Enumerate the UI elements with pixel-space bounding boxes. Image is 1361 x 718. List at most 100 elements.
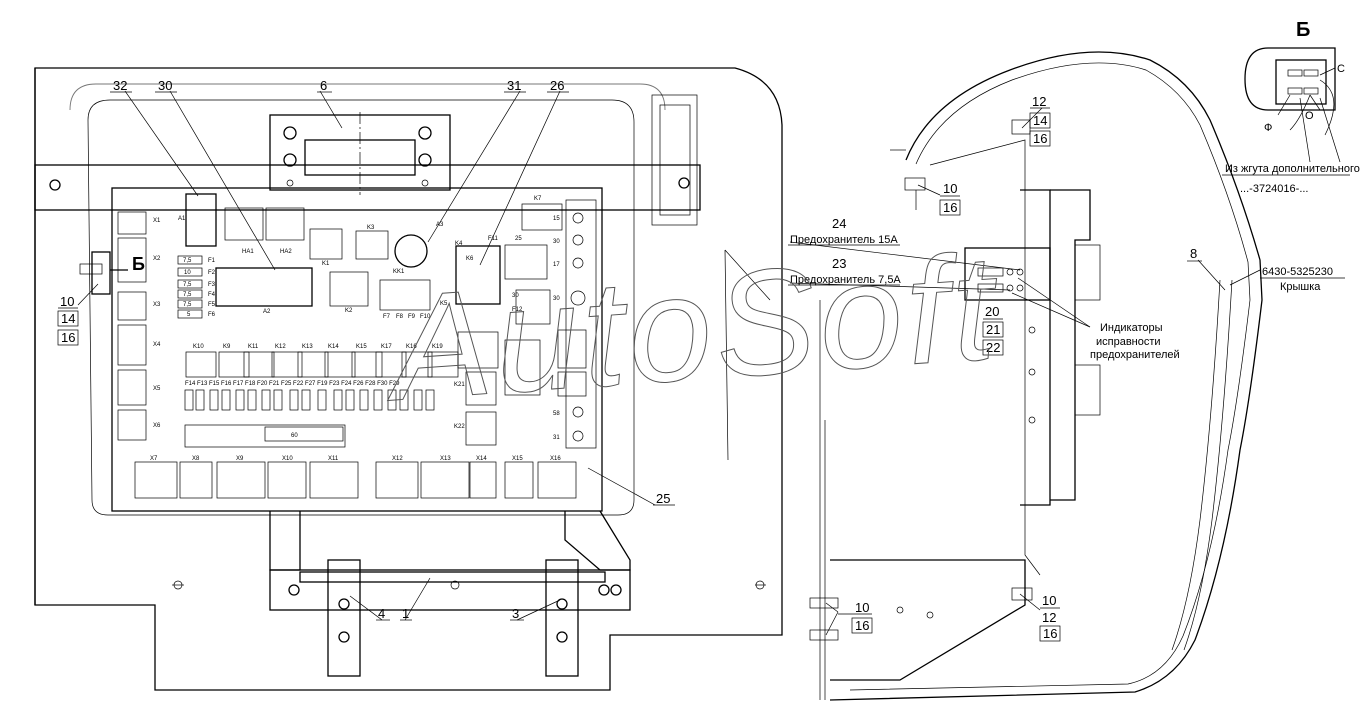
callout-1: 1 (402, 606, 409, 621)
watermark: AutoSoft (378, 222, 1005, 433)
callout-10d: 10 (1042, 593, 1056, 608)
fuse-val-5: 7,5 (183, 302, 192, 308)
indicators-line1: Индикаторы (1100, 322, 1163, 334)
conn-x9: X9 (236, 456, 244, 462)
fuse-f7: F7 (383, 314, 391, 320)
harness-note-1: Из жгута дополнительного (1225, 163, 1360, 175)
fuse-f1: F1 (208, 258, 216, 264)
relay-k16: K16 (406, 344, 417, 350)
relay-k22: K22 (454, 424, 465, 430)
conn-x1: X1 (153, 218, 161, 224)
fuse-f12: F12 (512, 307, 523, 313)
callouts: 32 30 6 31 26 25 10 14 16 4 1 3 12 14 16… (57, 19, 1360, 642)
relay-k10: K10 (193, 344, 204, 350)
electronic-board (111, 187, 603, 512)
val-25: 25 (515, 236, 522, 242)
relay-k7: K7 (534, 196, 542, 202)
view-title-b: Б (1296, 19, 1310, 41)
fuse-val-3: 7,5 (183, 282, 192, 288)
detail-letter-f: Ф (1264, 122, 1272, 134)
module-a1: A1 (178, 216, 186, 222)
conn-x14: X14 (476, 456, 487, 462)
callout-30: 30 (158, 78, 172, 93)
detail-letter-o: О (1305, 110, 1314, 122)
callout-23: 23 (832, 256, 846, 271)
section-view (809, 51, 1263, 701)
side-fastener (79, 251, 128, 295)
fuse-15a-note: Предохранитель 15А (790, 234, 898, 246)
callout-20: 20 (985, 304, 999, 319)
conn-x16: X16 (550, 456, 561, 462)
fuse-f10: F10 (420, 314, 431, 320)
callout-12a: 12 (1032, 94, 1046, 109)
relay-k9: K9 (223, 344, 231, 350)
harness-note-2: ...-3724016-... (1240, 183, 1309, 195)
callout-10b: 10 (943, 181, 957, 196)
indicators-line2: исправности (1096, 336, 1161, 348)
callout-12b: 12 (1042, 610, 1056, 625)
callout-10a: 10 (60, 294, 74, 309)
leader-lines (77, 67, 1341, 636)
relay-k12: K12 (275, 344, 286, 350)
conn-x3: X3 (153, 302, 161, 308)
lower-bracket (269, 510, 631, 677)
conn-x12: X12 (392, 456, 403, 462)
term-58: 58 (553, 411, 560, 417)
detail-view-b (1244, 47, 1336, 136)
cover-name: Крышка (1280, 281, 1321, 293)
fuse-f6: F6 (208, 312, 216, 318)
fuse-val-6: 5 (187, 312, 191, 318)
callout-8: 8 (1190, 246, 1197, 261)
relay-k14: K14 (328, 344, 339, 350)
relay-k21: K21 (454, 382, 465, 388)
callout-16b: 16 (1033, 131, 1047, 146)
fuse-f9: F9 (408, 314, 416, 320)
callout-16e: 16 (1043, 626, 1057, 641)
top-bracket (269, 112, 451, 195)
fuse-75a-note: Предохранитель 7,5А (790, 274, 901, 286)
term-30b: 30 (553, 296, 560, 302)
conn-x4: X4 (153, 342, 161, 348)
conn-x2: X2 (153, 256, 161, 262)
callout-21: 21 (986, 322, 1000, 337)
val-30: 30 (512, 293, 519, 299)
relay-k15: K15 (356, 344, 367, 350)
callout-22: 22 (986, 340, 1000, 355)
relay-k2: K2 (345, 308, 353, 314)
big-fuse-60: 60 (291, 433, 298, 439)
callout-26: 26 (550, 78, 564, 93)
fuse-f4: F4 (208, 292, 216, 298)
module-a2: A2 (263, 309, 271, 315)
conn-x11: X11 (328, 456, 339, 462)
fuse-f11: F11 (488, 236, 499, 242)
term-31: 31 (553, 435, 560, 441)
conn-x13: X13 (440, 456, 451, 462)
callout-24: 24 (832, 216, 846, 231)
relay-k1: K1 (322, 261, 330, 267)
fuse-f8: F8 (396, 314, 404, 320)
relay-kk1: KK1 (393, 269, 405, 275)
horizontal-strap (34, 164, 701, 211)
indicators-line3: предохранителей (1090, 349, 1180, 361)
relay-ha1: HA1 (242, 249, 254, 255)
callout-16d: 16 (855, 618, 869, 633)
fuse-val-4: 7,5 (183, 292, 192, 298)
conn-x7: X7 (150, 456, 158, 462)
conn-x8: X8 (192, 456, 200, 462)
callout-14a: 14 (61, 311, 75, 326)
callout-3: 3 (512, 606, 519, 621)
cover-code: 6430-5325230 (1262, 266, 1333, 278)
callout-10c: 10 (855, 600, 869, 615)
conn-x15: X15 (512, 456, 523, 462)
conn-x10: X10 (282, 456, 293, 462)
relay-k17: K17 (381, 344, 392, 350)
callout-16a: 16 (61, 330, 75, 345)
relay-k6: K6 (466, 256, 474, 262)
callout-32: 32 (113, 78, 127, 93)
fuse-val-1: 7,5 (183, 258, 192, 264)
relay-k19: K19 (432, 344, 443, 350)
callout-25: 25 (656, 491, 670, 506)
relay-ha2: HA2 (280, 249, 292, 255)
conn-x6: X6 (153, 423, 161, 429)
